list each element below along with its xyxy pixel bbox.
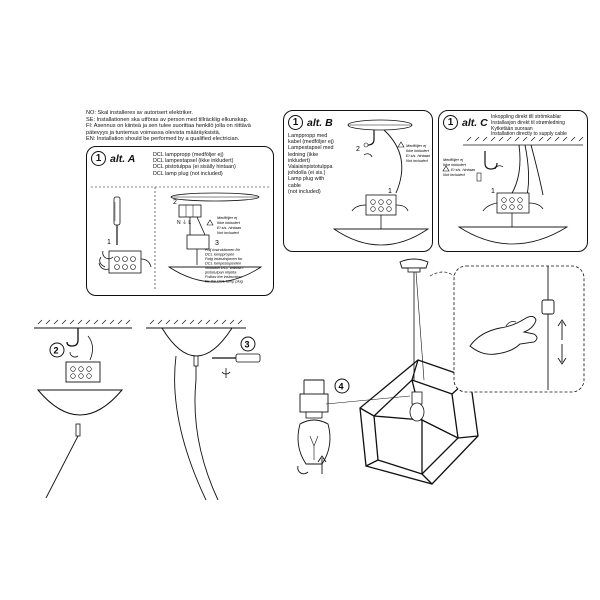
svg-text:Not included: Not included <box>217 230 239 235</box>
svg-text:Noudata DCL valaisin-: Noudata DCL valaisin- <box>205 265 245 270</box>
svg-text:Follow the instruction: Follow the instruction <box>205 274 242 279</box>
svg-text:Följ instruktionen för: Följ instruktionen för <box>205 247 241 252</box>
rotate-arrow-icon <box>69 351 79 358</box>
svg-text:for the DCL lamp plug: for the DCL lamp plug <box>205 279 244 284</box>
svg-text:Ei sis. hintaan: Ei sis. hintaan <box>406 153 430 158</box>
rotate-arrow-icon <box>221 368 231 378</box>
warning-icon <box>397 141 405 148</box>
svg-text:Not included: Not included <box>406 158 428 163</box>
step-number: 2 <box>54 346 59 356</box>
desc-line: Valaisinpistotulppa <box>288 164 333 171</box>
step-number: 1 <box>288 115 303 130</box>
note-fi-1: FI: Asennus on kiinteä ja sen tulee suor… <box>86 123 251 130</box>
note-se: SE: Installationen ska utföras av person… <box>86 116 249 123</box>
svg-text:Ikke inkludert: Ikke inkludert <box>406 148 430 153</box>
step-label: 1 <box>491 188 495 195</box>
height-adjust-inset <box>429 265 585 393</box>
desc-line: Lamp plug with <box>288 176 325 183</box>
down-arrow-icon <box>557 344 567 365</box>
svg-text:Ikke inkludert: Ikke inkludert <box>443 162 467 167</box>
panel-alt-c: 1 alt. C Inkoppling direkt till strömkab… <box>438 110 588 252</box>
desc-line: inkludert) <box>288 157 311 164</box>
step-label: 1 <box>388 188 392 195</box>
rotate-arrow-icon <box>297 465 309 475</box>
alt-a-drawing: 1 2 N ⏚ L Medföljer ej Ikke inkludert Ei… <box>91 186 269 291</box>
alt-b-drawing: 2 Medföljer ej Ikke inkludert Ei sis. hi… <box>332 119 430 246</box>
desc-line: ledning (ikke <box>288 151 319 158</box>
safety-notes: NO: Skal installeres av autorisert elekt… <box>86 110 356 143</box>
alt-c-drawing: Medföljer ej Ikke inkludert Ei sis. hint… <box>442 136 584 245</box>
note-en: EN: Installation should be performed by … <box>86 136 240 143</box>
hook-icon <box>367 130 375 146</box>
desc-line: Kytketään suoraan <box>491 125 533 132</box>
svg-text:DCL lampestapselen: DCL lampestapselen <box>205 261 241 266</box>
svg-text:Medföljer ej: Medföljer ej <box>406 143 426 148</box>
hook-icon <box>484 151 498 170</box>
rotate-arrow-icon <box>363 153 373 158</box>
desc-line: DCL lamppropp (medföljer ej) <box>153 152 224 158</box>
desc-line: cable <box>288 182 301 189</box>
desc-line: Installasjon direkt til strømledning <box>491 119 565 126</box>
step-label: 1 <box>107 239 111 246</box>
desc-line: Lamppropp med <box>288 133 328 139</box>
desc-line: DCL lamp plug (not included) <box>153 170 223 177</box>
svg-text:Ikke inkludert: Ikke inkludert <box>217 220 241 225</box>
svg-text:Medföljer ej: Medföljer ej <box>217 215 237 220</box>
svg-text:Not included: Not included <box>443 172 465 177</box>
warning-icon <box>206 219 214 226</box>
desc-line: Lampestapsel med <box>288 145 334 152</box>
panel-alt-a: 1 alt. A DCL lamppropp (medföljer ej) DC… <box>86 146 274 296</box>
alt-c-header: 1 alt. C <box>443 115 488 130</box>
warning-icon <box>442 165 450 172</box>
terminal-block-icon <box>98 250 152 274</box>
step-number: 1 <box>443 115 458 130</box>
screwdriver-icon <box>113 196 121 245</box>
step-2-illustration: 2 <box>34 319 132 499</box>
alt-c-label: alt. C <box>462 116 488 129</box>
step-number: 3 <box>245 340 250 350</box>
desc-line: johdolla (ei sis.) <box>288 170 326 177</box>
screwdriver-icon <box>212 353 261 363</box>
step-3-illustration: 3 <box>146 319 261 501</box>
rotate-arrow-icon <box>102 250 114 260</box>
desc-line: DCL lampestapsel (ikke inkludert) <box>153 158 234 165</box>
desc-line: Installation directly to supply cable <box>491 131 567 138</box>
svg-text:pistotulpan ohjeita: pistotulpan ohjeita <box>204 270 237 275</box>
step-number: 1 <box>91 151 106 166</box>
note-no: NO: Skal installeres av autorisert elekt… <box>86 110 193 116</box>
step-number: 4 <box>339 382 344 392</box>
desc-line: DCL pistotulppa (ei sisälly hintaan) <box>153 164 236 171</box>
svg-text:Medföljer ej: Medföljer ej <box>443 157 463 162</box>
desc-line: kabel (medföljer ej) <box>288 139 334 146</box>
hook-icon <box>66 328 79 347</box>
rotate-arrow-icon <box>494 165 504 170</box>
svg-text:Følg instruksjonen for: Følg instruksjonen for <box>205 256 243 261</box>
screwdriver-icon <box>476 172 482 182</box>
up-arrow-icon <box>317 455 327 474</box>
alt-b-label: alt. B <box>307 116 333 129</box>
svg-text:Ei sis. hintaan: Ei sis. hintaan <box>217 225 241 230</box>
svg-text:DCL lamppropen: DCL lamppropen <box>205 252 234 257</box>
svg-text:Ei sis. hintaan: Ei sis. hintaan <box>451 167 475 172</box>
alt-a-label: alt. A <box>110 152 136 165</box>
alt-a-header: 1 alt. A <box>91 151 135 166</box>
terminal-labels: N ⏚ L <box>177 219 191 226</box>
step-label: 2 <box>356 146 360 153</box>
alt-a-description: DCL lamppropp (medföljer ej) DCL lampest… <box>153 152 271 177</box>
alt-b-description: Lamppropp med kabel (medföljer ej) Lampe… <box>288 133 360 195</box>
desc-line: Inkoppling direkt till strömkablar <box>491 114 562 120</box>
desc-line: (not included) <box>288 188 321 195</box>
note-fi-2: pätevyys ja tuntemus voimassa olevista m… <box>86 129 221 136</box>
alt-c-description: Inkoppling direkt till strömkablar Insta… <box>491 114 587 138</box>
hand-icon <box>469 315 538 355</box>
step-label: 2 <box>173 199 177 206</box>
alt-b-header: 1 alt. B <box>288 115 333 130</box>
step-label: 3 <box>215 240 219 247</box>
step-4-illustration: 4 <box>297 258 479 485</box>
panel-alt-b: 1 alt. B Lamppropp med kabel (medföljer … <box>283 110 433 252</box>
up-arrow-icon <box>557 319 567 340</box>
